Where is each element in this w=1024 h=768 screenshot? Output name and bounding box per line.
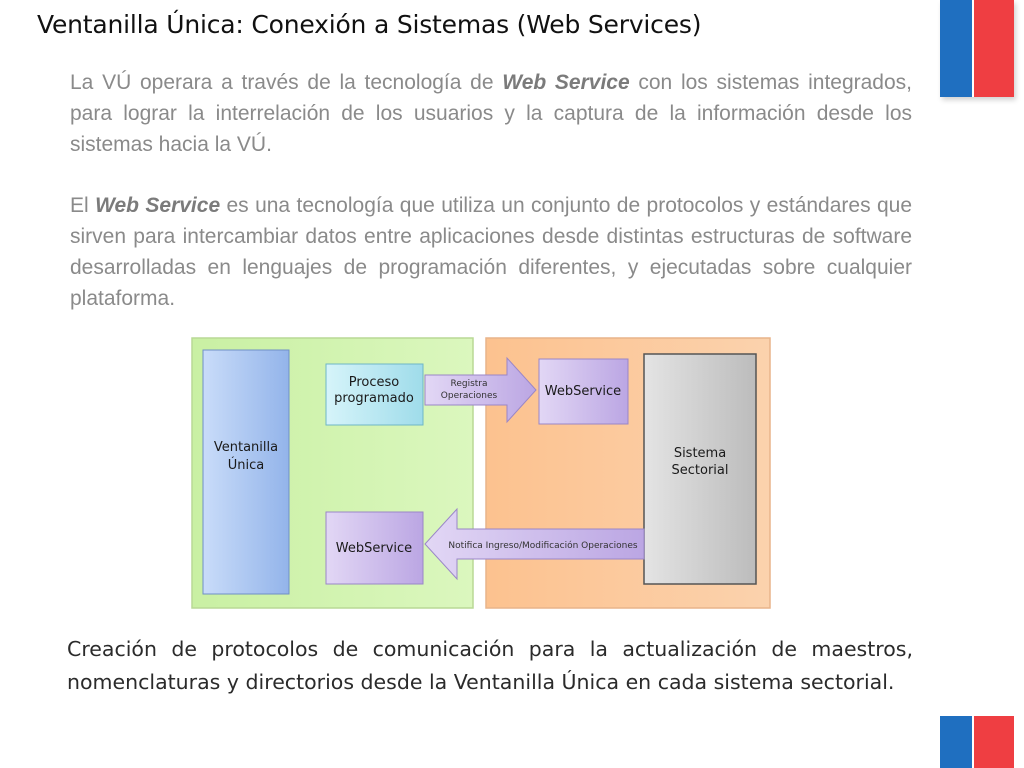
proceso-label-1: Proceso (349, 375, 400, 390)
webservice-top-box (538, 358, 629, 425)
chile-flag-decoration-top (940, 0, 1014, 97)
proceso-programado-box (325, 363, 424, 426)
arrow-registra-operaciones (424, 356, 537, 424)
paragraph-web-service-definition: El Web Service es una tecnología que uti… (70, 194, 912, 310)
sistema-sectorial-box (643, 353, 757, 585)
webservice-bottom-box (325, 511, 424, 585)
sistema-label-2: Sectorial (672, 463, 729, 478)
integration-diagram: Ventanilla Única Proceso programado Regi… (189, 336, 773, 610)
slide-title: Ventanilla Única: Conexión a Sistemas (W… (37, 10, 702, 39)
arrow-notifica-ingreso (424, 507, 645, 581)
paragraph-protocolos: Creación de protocolos de comunicación p… (67, 637, 913, 694)
webservice-top-label: WebService (545, 384, 621, 399)
paragraph-web-service-intro: La VÚ operara a través de la tecnología … (70, 71, 913, 156)
ventanilla-unica-box (202, 349, 290, 595)
arrow-top-label-1: Registra (450, 379, 487, 389)
arrow-bottom-label: Notifica Ingreso/Modificación Operacione… (448, 540, 637, 551)
emphasis-web-service: Web Service (502, 71, 630, 94)
arrow-top-label-2: Operaciones (441, 391, 498, 401)
emphasis-web-service: Web Service (95, 194, 221, 217)
proceso-label-2: programado (334, 391, 414, 406)
sistema-label-1: Sistema (674, 446, 726, 461)
webservice-bottom-label: WebService (336, 541, 412, 556)
ventanilla-unica-label-1: Ventanilla (214, 440, 278, 455)
ventanilla-unica-label-2: Única (228, 457, 264, 473)
chile-flag-decoration-bottom (940, 716, 1014, 768)
